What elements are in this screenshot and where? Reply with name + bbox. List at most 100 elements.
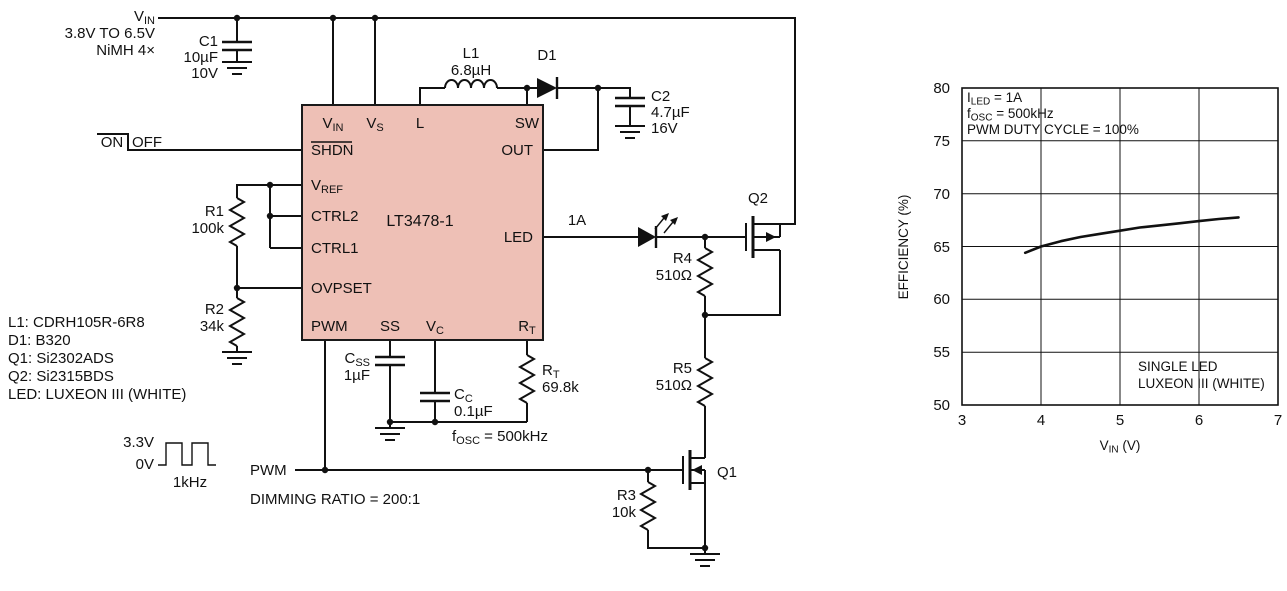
led-light-arrow-icon (654, 213, 678, 234)
capacitor-c2 (615, 96, 645, 108)
annotation-fosc: fOSC = 500kHz (967, 106, 1054, 124)
pwm-waveform-icon (158, 442, 216, 466)
r1-value: 100k (191, 220, 224, 237)
x-axis-title: VIN (V) (1100, 438, 1141, 456)
capacitor-c1 (222, 40, 252, 52)
on-label: ON (101, 134, 124, 151)
pin-label-ctrl2: CTRL2 (311, 208, 359, 225)
inductor-l1 (444, 79, 498, 89)
x-tick-label: 4 (1037, 412, 1045, 429)
pwm-low-level: 0V (136, 456, 154, 473)
c2-ref: C2 (651, 88, 670, 105)
bom-line-led: LED: LUXEON III (WHITE) (8, 386, 186, 403)
pin-label-l: L (416, 115, 424, 132)
r4-ref: R4 (673, 250, 692, 267)
wire-led-path (543, 236, 746, 458)
r3-value: 10k (612, 504, 637, 521)
ic-body (301, 104, 544, 341)
x-tick-label: 6 (1195, 412, 1203, 429)
junction-dots (233, 14, 709, 552)
supply-range-label: 3.8V TO 6.5V (65, 25, 155, 42)
l1-value: 6.8µH (451, 62, 491, 79)
y-tick-label: 70 (933, 186, 950, 203)
pin-label-led: LED (504, 229, 533, 246)
c1-ref: C1 (199, 33, 218, 50)
efficiency-chart: 80 75 70 65 60 55 50 3 4 5 6 7 EFFICIENC… (896, 80, 1282, 456)
mosfet-q2 (745, 216, 776, 258)
dimming-ratio-label: DIMMING RATIO = 200:1 (250, 491, 420, 508)
pwm-frequency: 1kHz (173, 474, 207, 491)
pwm-high-level: 3.3V (123, 434, 154, 451)
r2-value: 34k (200, 318, 225, 335)
wire-top-rail (158, 17, 796, 225)
r1-ref: R1 (205, 203, 224, 220)
fosc-label: fOSC = 500kHz (452, 428, 548, 447)
y-tick-label: 80 (933, 80, 950, 97)
pin-label-out: OUT (501, 142, 533, 159)
capacitor-css (375, 355, 405, 367)
r4-value: 510Ω (656, 267, 692, 284)
annotation-single-led: SINGLE LED (1138, 359, 1218, 374)
y-tick-label: 60 (933, 291, 950, 308)
rt-ref: RT (542, 362, 560, 381)
x-tick-label: 7 (1274, 412, 1282, 429)
cc-value: 0.1µF (454, 403, 493, 420)
r5-value: 510Ω (656, 377, 692, 394)
wire-switch-node (419, 87, 631, 151)
resistor-r3 (638, 481, 658, 531)
pin-label-ovpset: OVPSET (311, 280, 372, 297)
resistor-r4 (695, 247, 715, 297)
r5-ref: R5 (673, 360, 692, 377)
c1-value: 10µF (184, 49, 219, 66)
x-tick-label: 5 (1116, 412, 1124, 429)
efficiency-curve (1023, 216, 1240, 255)
c2-value: 4.7µF (651, 104, 690, 121)
wire-ss-vc-rt (389, 340, 528, 428)
r3-ref: R3 (617, 487, 636, 504)
vin-supply-label: VIN (134, 8, 155, 27)
q2-ref: Q2 (748, 190, 768, 207)
capacitor-cc (420, 391, 450, 403)
c2-voltage: 16V (651, 120, 678, 137)
c1-voltage: 10V (191, 65, 218, 82)
annotation-luxeon: LUXEON III (WHITE) (1138, 376, 1265, 391)
bom-line-q1: Q1: Si2302ADS (8, 350, 114, 367)
cc-ref: CC (454, 386, 473, 405)
pin-label-pwm: PWM (311, 318, 348, 335)
pin-label-vref: VREF (311, 177, 343, 196)
resistor-r5 (695, 357, 715, 407)
y-tick-label: 75 (933, 133, 950, 150)
pin-label-ctrl1: CTRL1 (311, 240, 359, 257)
resistor-rt (517, 354, 537, 404)
bom-line-q2: Q2: Si2315BDS (8, 368, 114, 385)
css-value: 1µF (344, 367, 370, 384)
chart-frame (961, 87, 1279, 406)
r2-ref: R2 (205, 301, 224, 318)
pin-label-sw: SW (515, 115, 540, 132)
diode-d1 (537, 78, 557, 98)
y-tick-label: 50 (933, 397, 950, 414)
bom-line-l1: L1: CDRH105R-6R8 (8, 314, 145, 331)
d1-ref: D1 (537, 47, 556, 64)
wire-shdn (97, 133, 302, 151)
pin-label-ss: SS (380, 318, 400, 335)
annotation-duty-cycle: PWM DUTY CYCLE = 100% (967, 122, 1139, 137)
led-current-label: 1A (568, 212, 586, 229)
pin-label-rt: RT (518, 318, 536, 337)
pin-label-vin: VIN (322, 115, 343, 134)
schematic-diagram: VIN 3.8V TO 6.5V NiMH 4× C1 10µF 10V ON … (8, 8, 796, 567)
ground-icon-ss (375, 427, 405, 441)
off-label: OFF (132, 134, 162, 151)
x-tick-label: 3 (958, 412, 966, 429)
pwm-input-label: PWM (250, 462, 287, 479)
y-axis-title: EFFICIENCY (%) (896, 195, 911, 300)
bom-line-d1: D1: B320 (8, 332, 71, 349)
battery-type-label: NiMH 4× (96, 42, 155, 59)
y-tick-label: 65 (933, 239, 950, 256)
y-tick-label: 55 (933, 344, 950, 361)
ground-icon-c1 (222, 61, 252, 75)
led-symbol (638, 227, 656, 247)
annotation-iled: ILED = 1A (967, 90, 1022, 108)
